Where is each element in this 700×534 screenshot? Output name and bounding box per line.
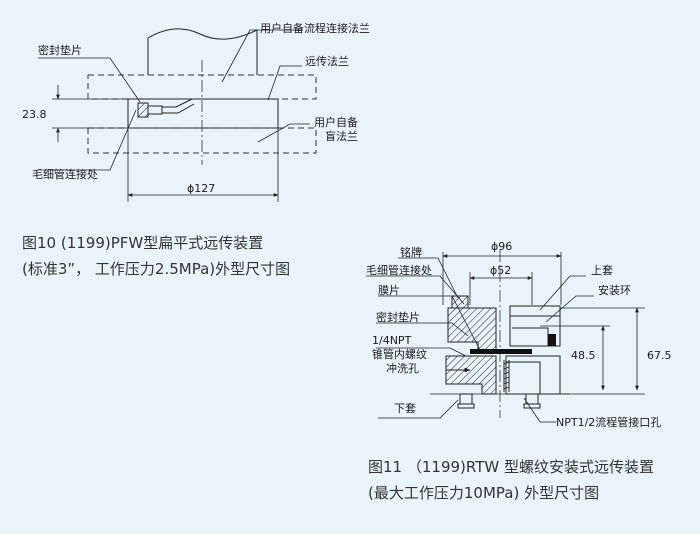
- label-blind-flange-1: 用户自备: [314, 115, 358, 129]
- dim-d96: ϕ96: [491, 240, 512, 253]
- fig10-drawing: [38, 28, 317, 202]
- label-diaphragm: 膜片: [378, 284, 400, 297]
- fig11-caption-line2: (最大工作压力10MPa) 外型尺寸图: [368, 484, 599, 502]
- label-mount-ring: 安装环: [598, 283, 631, 297]
- label-capillary-2: 毛细管连接处: [366, 263, 432, 277]
- dim-height: 23.8: [22, 108, 47, 121]
- dim-h67: 67.5: [647, 349, 672, 362]
- fig10-labels: 用户自备流程连接法兰 远传法兰 用户自备 盲法兰 密封垫片 毛细管连接处 23.…: [22, 21, 370, 195]
- label-npt-2: 锥管内螺纹: [372, 347, 427, 361]
- fig11-drawing: [366, 250, 645, 423]
- label-blind-flange-2: 盲法兰: [325, 129, 358, 143]
- dim-diameter: ϕ127: [187, 182, 215, 195]
- label-npt-1: 1/4NPT: [372, 334, 412, 347]
- fig11-caption-line1: 图11 （1199)RTW 型螺纹安装式远传装置: [368, 458, 654, 476]
- label-seal-gasket-2: 密封垫片: [376, 310, 420, 324]
- label-user-flange: 用户自备流程连接法兰: [260, 21, 370, 35]
- label-flush-hole: 冲洗孔: [386, 361, 419, 375]
- label-npt-half: NPT1/2流程管接口孔: [556, 415, 661, 429]
- fig10-caption-line2: (标准3”， 工作压力2.5MPa)外型尺寸图: [22, 260, 290, 278]
- label-seal-gasket: 密封垫片: [38, 43, 82, 57]
- fig10-caption-line1: 图10 (1199)PFW型扁平式远传装置: [22, 234, 263, 252]
- label-lower-sleeve: 下套: [394, 402, 416, 415]
- label-upper-sleeve: 上套: [591, 264, 613, 277]
- dim-h48: 48.5: [571, 349, 596, 362]
- label-remote-flange: 远传法兰: [305, 54, 349, 68]
- fig11-labels: 铭牌 毛细管连接处 膜片 密封垫片 1/4NPT 锥管内螺纹 冲洗孔 下套 上套…: [366, 240, 672, 429]
- dim-d52: ϕ52: [490, 264, 511, 277]
- label-capillary: 毛细管连接处: [32, 167, 98, 181]
- label-nameplate: 铭牌: [400, 245, 422, 259]
